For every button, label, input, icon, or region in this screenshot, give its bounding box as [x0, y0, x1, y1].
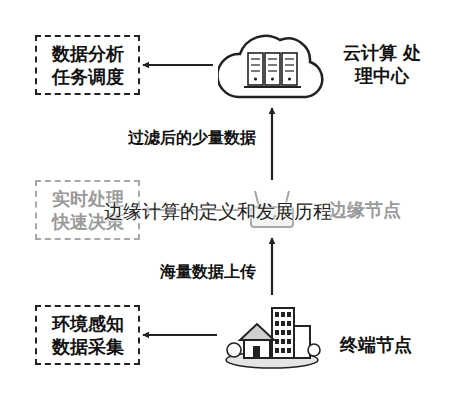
- flow-arrow: [271, 108, 273, 180]
- window: [287, 321, 291, 326]
- window: [281, 330, 285, 335]
- node-caption: 边缘节点: [323, 198, 407, 221]
- process-box: 环境感知 数据采集: [35, 305, 140, 365]
- watermark: 边缘计算的定义和发展历程: [104, 199, 332, 223]
- node-caption: 云计算 处理中心: [340, 41, 424, 87]
- server-rack: [248, 53, 263, 85]
- window: [275, 348, 279, 353]
- house-roof: [240, 324, 274, 340]
- server-led: [271, 77, 274, 80]
- server-led: [254, 77, 257, 80]
- server-slot: [285, 64, 294, 65]
- server-slot: [251, 70, 260, 71]
- server-slot: [268, 58, 277, 59]
- server-slot: [285, 70, 294, 71]
- box-text: 环境感知 数据采集: [48, 312, 128, 358]
- edge-label: 过滤后的少量数据: [128, 128, 256, 148]
- window: [287, 330, 291, 335]
- flow-arrow: [271, 238, 273, 295]
- window: [275, 339, 279, 344]
- window: [287, 348, 291, 353]
- server-led: [288, 77, 291, 80]
- server-slot: [268, 64, 277, 65]
- window: [275, 312, 279, 317]
- server-rack: [282, 53, 297, 85]
- tree: [308, 344, 320, 356]
- process-box: 数据分析 任务调度: [35, 35, 140, 95]
- server-slot: [268, 70, 277, 71]
- window: [275, 321, 279, 326]
- tower-building: [272, 308, 294, 358]
- flow-arrow: [143, 64, 213, 66]
- window: [281, 348, 285, 353]
- window: [287, 312, 291, 317]
- window: [281, 321, 285, 326]
- flow-arrow: [143, 334, 217, 336]
- tree: [227, 343, 241, 357]
- server-slot: [251, 58, 260, 59]
- side-building: [294, 326, 310, 358]
- terminal-node: 终端节点: [222, 300, 322, 370]
- cloud-icon: [218, 25, 326, 105]
- window: [281, 312, 285, 317]
- server-slot: [285, 58, 294, 59]
- edge-label: 海量数据上传: [160, 262, 256, 282]
- city-icon: [222, 300, 322, 370]
- window: [287, 339, 291, 344]
- cloud-outline: [218, 36, 322, 97]
- window: [281, 339, 285, 344]
- server-base: [244, 86, 301, 88]
- cloud-center: 云计算 处理中心: [218, 25, 326, 105]
- door: [253, 346, 260, 358]
- box-text: 数据分析 任务调度: [48, 42, 128, 88]
- server-rack: [265, 53, 280, 85]
- node-caption: 终端节点: [334, 333, 418, 356]
- window: [275, 330, 279, 335]
- server-slot: [251, 64, 260, 65]
